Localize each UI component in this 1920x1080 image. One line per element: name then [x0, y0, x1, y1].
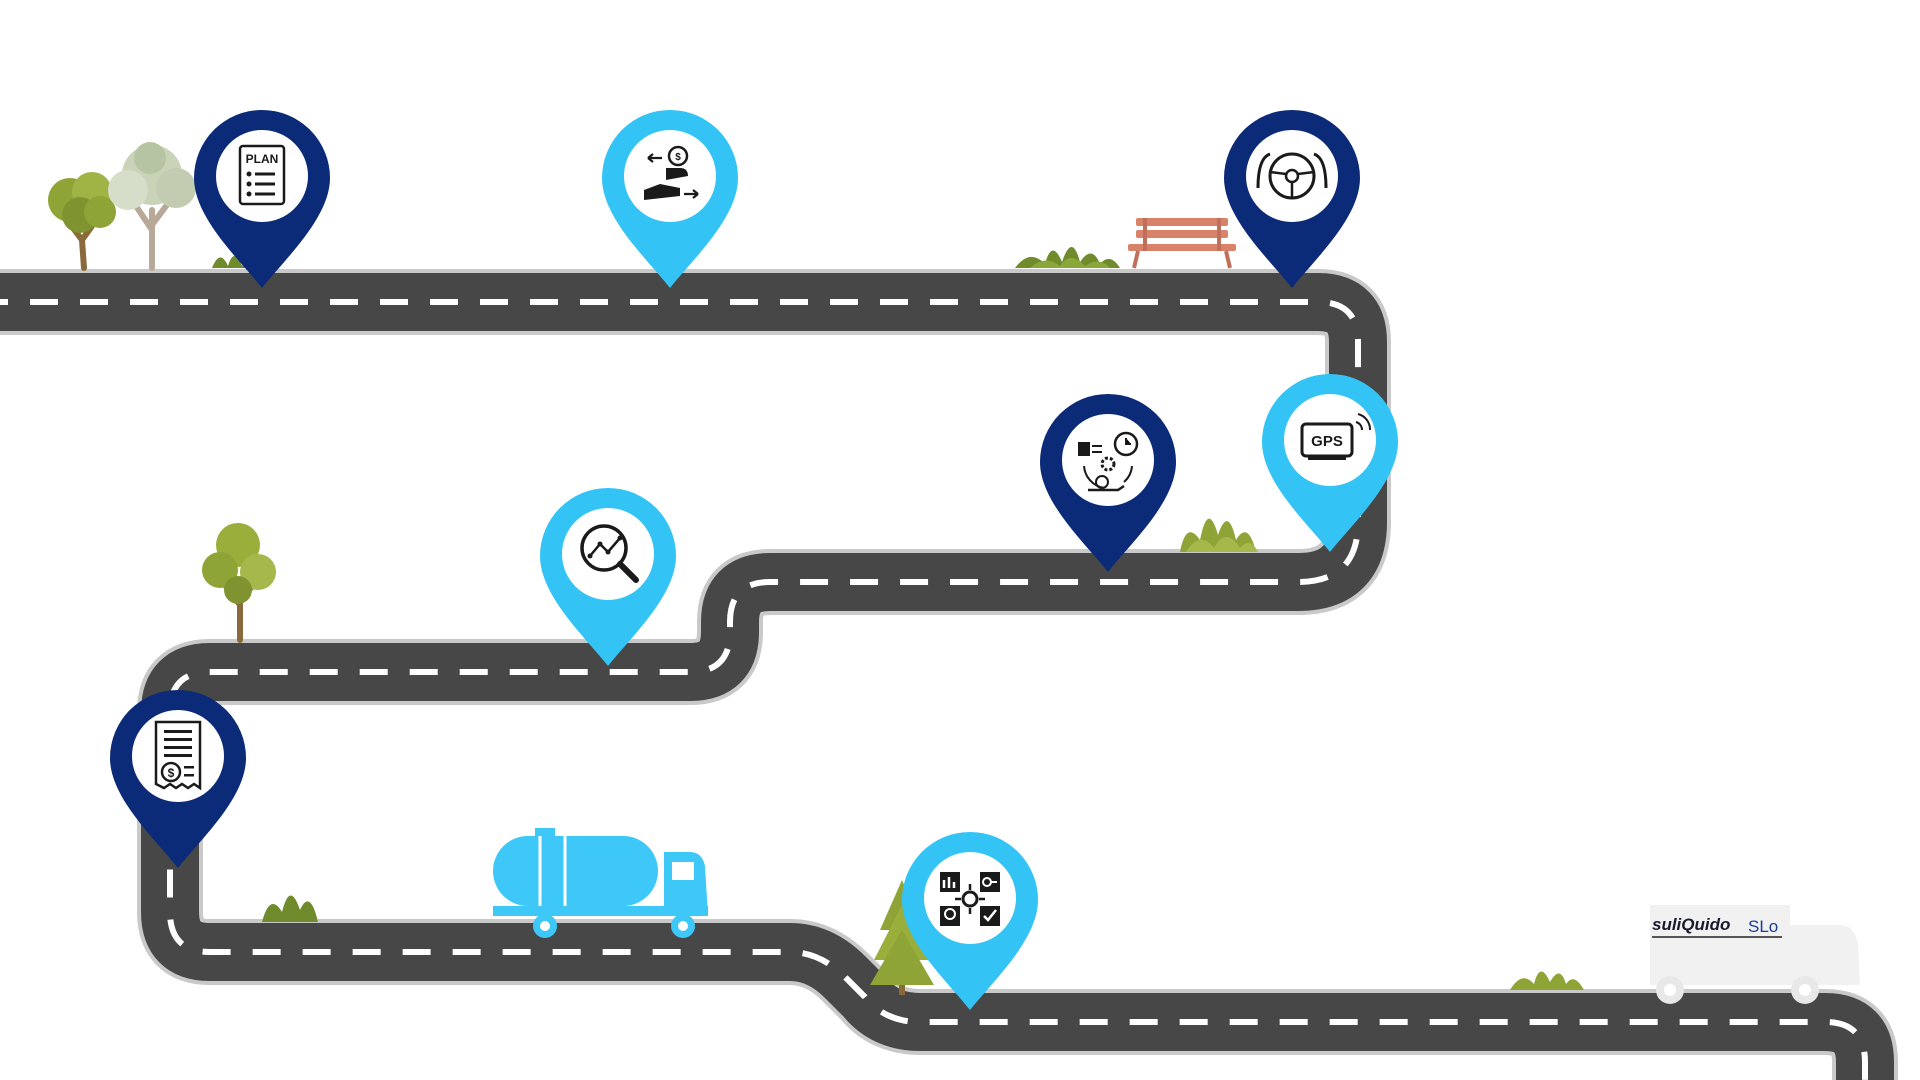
svg-text:$: $: [168, 766, 175, 780]
plan-document-icon: PLAN: [238, 144, 286, 206]
time-management-icon: [1078, 431, 1139, 492]
pin-analysis[interactable]: [540, 488, 676, 666]
park-bench: [1128, 218, 1236, 269]
plan-label: PLAN: [246, 152, 279, 166]
business-strategy-icon: [940, 872, 1000, 926]
grass-lower-right: [1510, 971, 1584, 990]
pin-plan[interactable]: PLAN: [194, 110, 330, 288]
gps-device-icon: GPS: [1300, 413, 1372, 460]
svg-text:$: $: [675, 152, 681, 163]
grass-lower-left: [262, 895, 318, 922]
pin-payment[interactable]: $: [602, 110, 738, 288]
tree-left-middle: [202, 523, 276, 643]
tree-left-top-2: [108, 142, 196, 271]
tree-left-top-1: [48, 172, 116, 271]
tanker-truck: [493, 828, 708, 938]
pin-driver[interactable]: [1224, 110, 1360, 288]
invoice-receipt-icon: $: [154, 720, 202, 791]
gps-label: GPS: [1311, 433, 1343, 450]
brand-truck: suliQuido SLo: [1650, 905, 1860, 1004]
pin-strategy[interactable]: [902, 832, 1038, 1010]
pin-schedule[interactable]: [1040, 394, 1176, 572]
bush-middle: [1180, 518, 1258, 552]
pin-gps[interactable]: GPS: [1262, 374, 1398, 552]
steering-wheel-icon: [1256, 152, 1328, 200]
brand-name: suliQuido: [1652, 915, 1730, 934]
hand-money-exchange-icon: $: [644, 145, 699, 200]
grass-top-middle: [1015, 247, 1120, 268]
pin-invoice[interactable]: $: [110, 690, 246, 868]
brand-suffix: SLo: [1748, 917, 1778, 936]
magnifier-chart-icon: [580, 524, 639, 583]
